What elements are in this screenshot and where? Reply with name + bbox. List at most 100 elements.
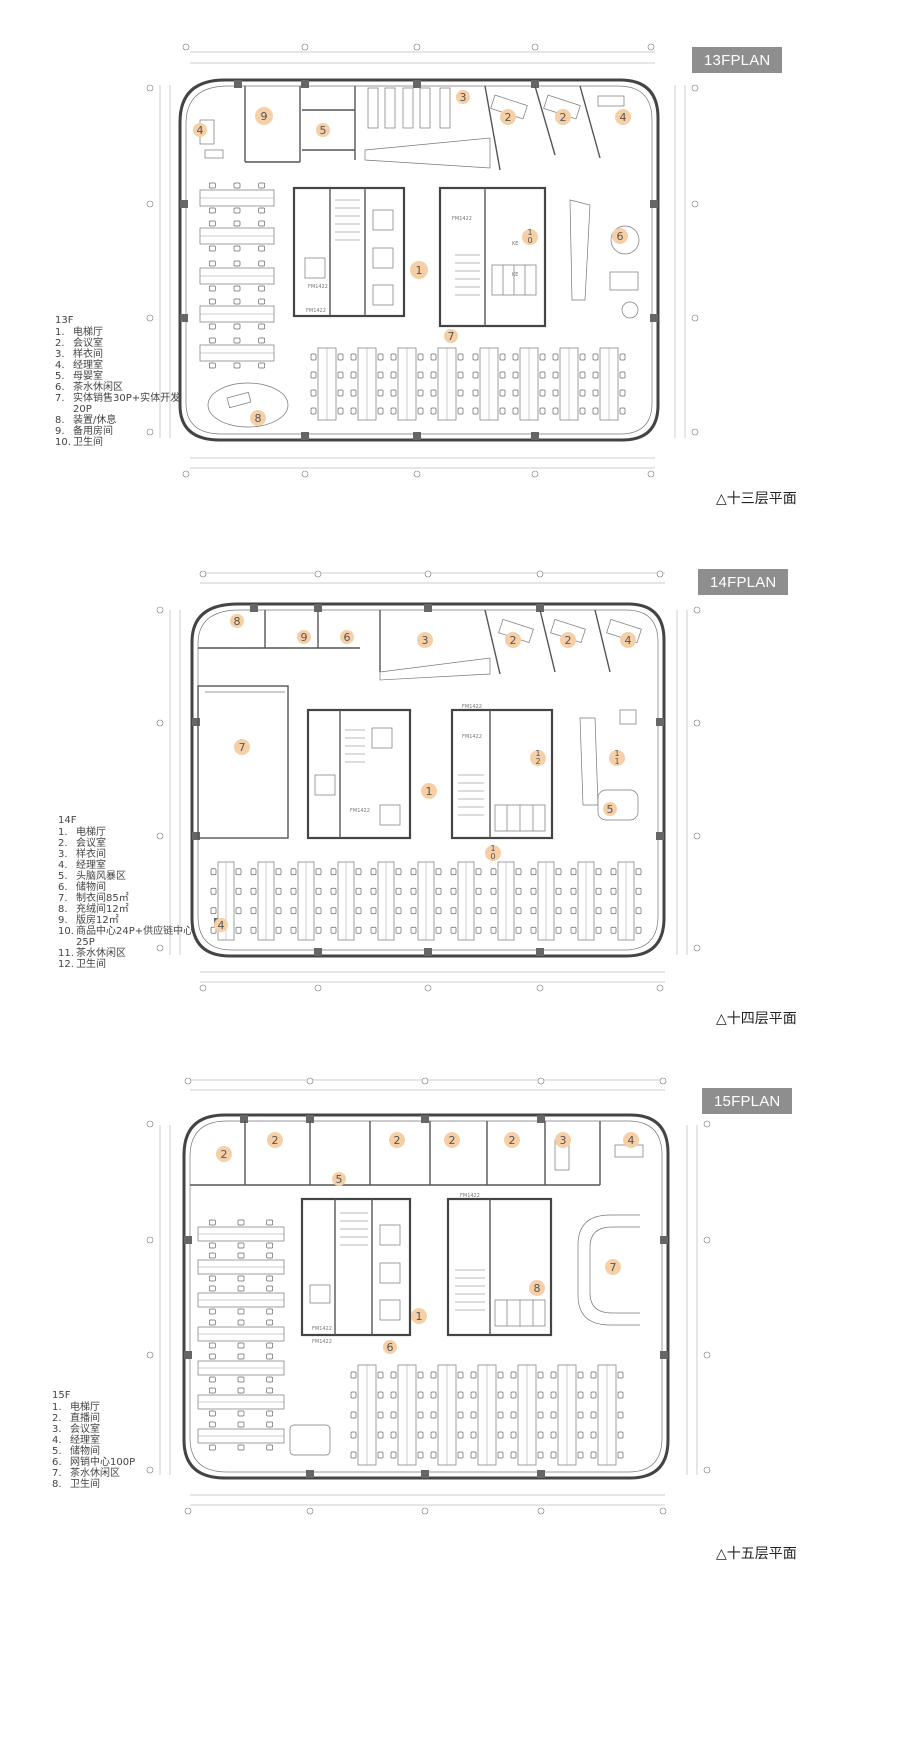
chair (266, 1308, 274, 1315)
legend-item: 6.网销中心100P (52, 1457, 190, 1468)
legend-item: 3.样衣间 (58, 849, 196, 860)
chair (537, 1371, 544, 1379)
chair (210, 868, 217, 876)
legend-item: 9.备用房间 (55, 426, 193, 437)
svg-text:FM1422: FM1422 (452, 216, 472, 222)
chair (237, 1308, 245, 1315)
chair (275, 887, 282, 895)
chair (595, 887, 602, 895)
chair (619, 371, 626, 379)
chair (590, 1391, 597, 1399)
legend-item: 1.电梯厅 (58, 827, 196, 838)
chair (497, 1391, 504, 1399)
chair (595, 907, 602, 915)
chair (430, 1431, 437, 1439)
legend-item-label: 样衣间 (73, 349, 103, 360)
chair (237, 1275, 245, 1282)
chair (530, 868, 537, 876)
caption-13f: △十三层平面 (716, 491, 797, 507)
chair (457, 389, 464, 397)
chair (515, 887, 522, 895)
chair (430, 1371, 437, 1379)
svg-text:1: 1 (426, 785, 433, 798)
chair (350, 353, 357, 361)
chair (457, 407, 464, 415)
legend-item-label: 储物间 (76, 882, 106, 893)
legend-item-number: 5. (52, 1446, 62, 1457)
legend-item: 8.充绒间12㎡ (58, 904, 196, 915)
chair (457, 1371, 464, 1379)
chair (233, 182, 241, 189)
svg-text:11: 11 (614, 749, 619, 766)
legend-item-number: 9. (58, 915, 68, 926)
chair (592, 389, 599, 397)
chair (237, 1285, 245, 1292)
legend-item: 7.制衣间85㎡ (58, 893, 196, 904)
chair (208, 1219, 216, 1226)
chair (555, 926, 562, 934)
legend-item-label: 制衣间85㎡ (76, 893, 129, 904)
floor-plan-15f: FM1422 FM1422 FM1422 2 2 5 2 2 2 3 4 1 8… (146, 1077, 711, 1515)
legend-item-number: 12. (58, 959, 74, 970)
chair (250, 887, 257, 895)
legend-item: 6.储物间 (58, 882, 196, 893)
plan-texts-15f: FM1422 FM1422 FM1422 (312, 1193, 480, 1345)
legend-item-label: 茶水休闲区 (73, 382, 123, 393)
chair (210, 926, 217, 934)
legend-item: 8.装置/休息 (55, 415, 193, 426)
svg-text:8: 8 (234, 615, 241, 628)
svg-text:3: 3 (422, 634, 429, 647)
chair (208, 1285, 216, 1292)
svg-text:2: 2 (505, 111, 512, 124)
chair (233, 207, 241, 214)
chair (310, 407, 317, 415)
chair (258, 182, 266, 189)
legend-item: 10.卫生间 (55, 437, 193, 448)
room-marker: 6 (340, 630, 354, 644)
room-marker: 7 (605, 1259, 621, 1275)
svg-text:5: 5 (320, 124, 327, 137)
chair (315, 887, 322, 895)
chair (417, 1371, 424, 1379)
chair (208, 1376, 216, 1383)
room-marker: 4 (623, 1132, 639, 1148)
chair (390, 1391, 397, 1399)
svg-text:2: 2 (510, 634, 517, 647)
chair (497, 1451, 504, 1459)
legend-item-number: 7. (52, 1468, 62, 1479)
chair (330, 887, 337, 895)
room-marker: 2 (389, 1132, 405, 1148)
svg-text:5: 5 (607, 803, 614, 816)
chair (552, 407, 559, 415)
chair (350, 407, 357, 415)
chair (579, 389, 586, 397)
core-stair-block (306, 708, 412, 840)
svg-text:9: 9 (261, 110, 268, 123)
chair (355, 868, 362, 876)
legend-item-number: 10. (55, 437, 71, 448)
chair (512, 371, 519, 379)
room-marker: 7 (234, 739, 250, 755)
chair (435, 887, 442, 895)
chair (417, 371, 424, 379)
chair (258, 323, 266, 330)
chair (235, 887, 242, 895)
svg-text:9: 9 (301, 631, 308, 644)
chair (337, 407, 344, 415)
chair (237, 1421, 245, 1428)
legend-item-label: 充绒间12㎡ (76, 904, 129, 915)
chair (430, 1411, 437, 1419)
chair (395, 907, 402, 915)
legend-item-label: 头脑风暴区 (76, 871, 126, 882)
legend-item-number: 5. (55, 371, 65, 382)
room-marker: 8 (230, 614, 244, 628)
chair (266, 1242, 274, 1249)
svg-text:2: 2 (272, 1134, 279, 1147)
chair (350, 1411, 357, 1419)
room-marker: 3 (456, 90, 470, 104)
chair (550, 1451, 557, 1459)
chair (577, 1391, 584, 1399)
